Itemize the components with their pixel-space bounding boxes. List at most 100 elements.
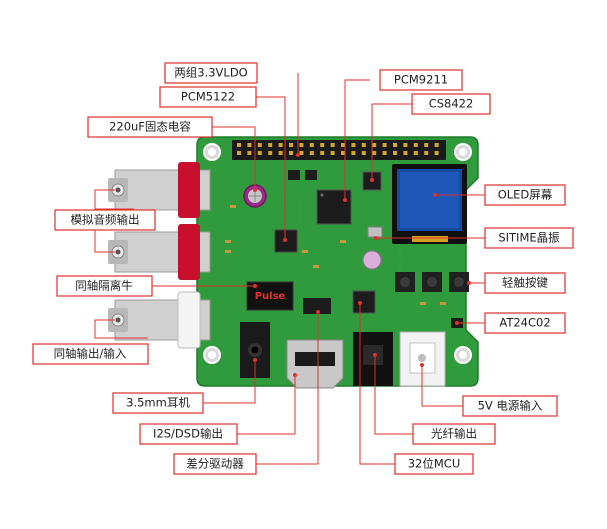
gpio-pin <box>434 151 439 155</box>
leader-optical <box>374 355 413 435</box>
gpio-pin <box>403 143 408 147</box>
touch-buttons <box>395 272 469 292</box>
label-cs8422: CS8422 <box>429 97 474 111</box>
leader-pcm9211 <box>344 79 370 200</box>
callout-sitime: SITIME晶振 <box>484 227 574 249</box>
gpio-pin <box>413 143 418 147</box>
gpio-pin <box>247 151 252 155</box>
gpio-pin <box>289 143 293 147</box>
leader-mcu <box>359 303 395 465</box>
callout-coax-io: 同轴输出/输入 <box>32 343 149 365</box>
gpio-pin <box>237 151 241 155</box>
label-pcm9211: PCM9211 <box>394 73 448 87</box>
label-pcm5122: PCM5122 <box>181 90 235 104</box>
gpio-pin <box>309 143 314 147</box>
rca-white-bottom <box>108 291 211 349</box>
rca-red-top <box>108 162 211 218</box>
gpio-pin <box>361 151 366 155</box>
leader-cs8422 <box>371 103 412 180</box>
callout-at24c02: AT24C02 <box>484 312 566 334</box>
label-mcu: 32位MCU <box>408 457 461 471</box>
gpio-pin <box>330 151 335 155</box>
mounting-holes <box>203 143 472 364</box>
callout-optical: 光纤输出 <box>412 423 496 445</box>
label-analog: 模拟音频输出 <box>71 213 140 227</box>
leader-diff <box>256 312 319 465</box>
smd-components <box>225 205 446 305</box>
gpio-pin <box>424 151 429 155</box>
callout-coax-transformer: 同轴隔离牛 <box>56 275 153 297</box>
callout-two-ldo: 两组3.3VLDO <box>164 62 258 84</box>
gpio-pin <box>268 143 273 147</box>
gpio-pin <box>320 151 325 155</box>
gpio-pin <box>382 143 387 147</box>
gpio-pin <box>257 151 262 155</box>
sitime-crystal <box>367 226 383 238</box>
label-two-ldo: 两组3.3VLDO <box>174 66 247 80</box>
label-buttons: 轻触按键 <box>502 276 548 290</box>
label-5v: 5V 电源输入 <box>478 399 543 413</box>
callout-diff: 差分驱动器 <box>173 453 257 475</box>
leader-pcm5122 <box>256 96 286 240</box>
leader-coax-io <box>94 319 148 339</box>
callout-oled: OLED屏幕 <box>484 184 566 206</box>
gpio-pin <box>351 151 356 155</box>
callout-buttons: 轻触按键 <box>484 272 566 294</box>
gpio-pin <box>320 143 325 147</box>
leader-i2s <box>237 375 296 435</box>
optical-output <box>353 332 393 386</box>
label-diff: 差分驱动器 <box>186 457 244 471</box>
callout-i2s: I2S/DSD输出 <box>139 423 238 445</box>
gpio-pin <box>257 143 262 147</box>
label-i2s: I2S/DSD输出 <box>153 427 223 441</box>
gpio-header <box>232 140 446 160</box>
gpio-pin <box>278 151 283 155</box>
callout-cap: 220uF固态电容 <box>87 116 213 138</box>
gpio-pin <box>299 143 304 147</box>
label-coax-transformer: 同轴隔离牛 <box>75 279 133 293</box>
gpio-pin <box>237 143 241 147</box>
callout-jack: 3.5mm耳机 <box>112 392 204 414</box>
callout-pcm5122: PCM5122 <box>159 86 257 108</box>
rca-red-middle <box>108 224 211 280</box>
callout-mcu: 32位MCU <box>394 453 474 475</box>
gpio-pin <box>299 151 304 155</box>
transformer-brand: Pulse <box>255 291 286 302</box>
label-cap: 220uF固态电容 <box>109 120 191 134</box>
oled-display <box>392 164 467 244</box>
gpio-pin <box>330 143 335 147</box>
mcu-chip <box>352 290 376 314</box>
callout-cs8422: CS8422 <box>411 93 491 115</box>
gpio-pin <box>434 143 439 147</box>
gpio-pin <box>413 151 418 155</box>
leader-lines <box>94 73 485 465</box>
gpio-pin <box>268 151 273 155</box>
label-sitime: SITIME晶振 <box>498 231 560 245</box>
gpio-pin <box>372 143 377 147</box>
label-optical: 光纤输出 <box>431 427 477 441</box>
callout-pcm9211: PCM9211 <box>379 69 463 91</box>
rca-connectors <box>108 162 211 349</box>
gpio-pin <box>382 151 387 155</box>
label-coax-io: 同轴输出/输入 <box>54 347 127 361</box>
gpio-pin <box>309 151 314 155</box>
capacitor-small <box>362 250 382 270</box>
leader-jack <box>203 360 256 404</box>
diff-driver-chip <box>303 298 331 314</box>
gpio-pin <box>393 143 397 147</box>
gpio-pin <box>341 143 345 147</box>
gpio-pin <box>341 151 345 155</box>
callout-analog: 模拟音频输出 <box>54 209 156 231</box>
label-oled: OLED屏幕 <box>498 188 553 202</box>
gpio-pin <box>403 151 408 155</box>
ldo-chip-2 <box>305 170 317 180</box>
gpio-pin <box>393 151 397 155</box>
ldo-chip-1 <box>288 170 300 180</box>
gpio-pin <box>289 151 293 155</box>
leader-analog-top <box>94 189 134 210</box>
gpio-pin <box>424 143 429 147</box>
i2s-connector <box>286 339 344 389</box>
pcb-board: Pulse <box>196 136 479 389</box>
